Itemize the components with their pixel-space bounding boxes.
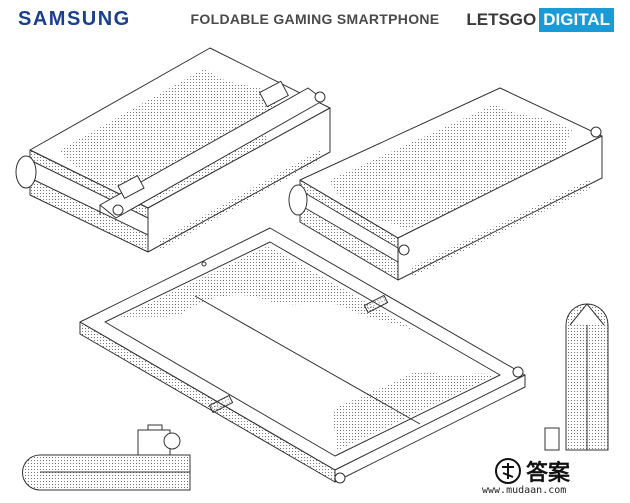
device-3-side-knob bbox=[512, 366, 524, 378]
device-2-right-face-pattern bbox=[410, 178, 592, 278]
page-title: FOLDABLE GAMING SMARTPHONE bbox=[190, 11, 440, 27]
samsung-logo: SAMSUNG bbox=[18, 8, 131, 30]
device-1-dpad bbox=[117, 175, 145, 199]
device-3-hinge-mark-2 bbox=[208, 394, 234, 414]
device-2-hinge-end bbox=[288, 184, 308, 216]
letsgodigital-logo: LETSGO DIGITAL bbox=[466, 8, 614, 32]
device-1-hinge-end bbox=[15, 155, 37, 189]
device-1-side-knob-2 bbox=[112, 204, 124, 216]
watermark: 答案 www.mudaan.com bbox=[474, 455, 624, 499]
folded-device-top-left bbox=[15, 47, 331, 253]
side-view-right-bracket bbox=[544, 427, 560, 451]
device-2-side-knob bbox=[590, 126, 602, 138]
device-2-screen-pattern bbox=[330, 104, 572, 230]
device-3-side-knob-2 bbox=[334, 472, 346, 484]
device-3-screen-pattern-top bbox=[110, 246, 420, 333]
device-3-hinge-line bbox=[194, 295, 421, 425]
device-1-side-knob bbox=[314, 91, 326, 103]
device-1-right-face-pattern bbox=[160, 150, 320, 250]
device-3-screen-pattern-bottom bbox=[333, 371, 496, 452]
folded-device-top-right bbox=[288, 87, 603, 281]
side-view-right bbox=[544, 303, 609, 451]
side-view-right-fan bbox=[569, 303, 605, 326]
unfolded-device-center bbox=[79, 227, 526, 484]
watermark-text: 答案 bbox=[526, 461, 571, 486]
device-2-right-face bbox=[397, 135, 603, 281]
device-1-right-face bbox=[147, 107, 331, 253]
digital-logo-text: DIGITAL bbox=[539, 8, 614, 32]
side-view-knob bbox=[163, 432, 181, 450]
device-2-side-knob-2 bbox=[398, 244, 410, 256]
side-view-bottom-left bbox=[22, 424, 191, 491]
watermark-url: www.mudaan.com bbox=[482, 485, 567, 496]
device-3-hinge-mark bbox=[363, 294, 389, 314]
device-3-camera bbox=[201, 261, 207, 267]
header: SAMSUNG FOLDABLE GAMING SMARTPHONE LETSG… bbox=[0, 0, 630, 40]
device-1-button-cluster bbox=[259, 80, 289, 108]
letsgo-logo-text: LETSGO bbox=[466, 10, 537, 29]
watermark-logo-icon bbox=[495, 458, 521, 484]
